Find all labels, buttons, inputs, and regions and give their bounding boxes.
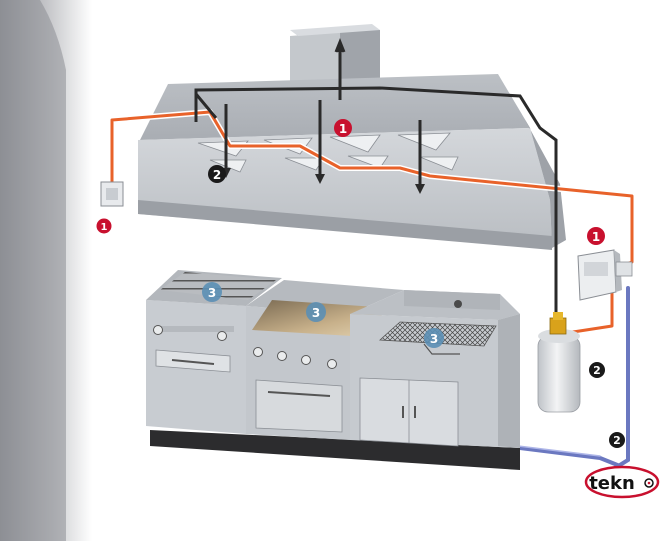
svg-text:1: 1 — [592, 230, 600, 244]
svg-text:2: 2 — [613, 434, 621, 447]
cooking-line — [146, 270, 520, 470]
agent-cylinder — [537, 312, 581, 413]
svg-text:2: 2 — [213, 168, 221, 182]
marker-2-hood: 2 — [208, 165, 226, 183]
marker-3-fryer: 3 — [424, 328, 444, 348]
fryer-unit — [350, 290, 520, 448]
tekno-logo: tekn — [584, 465, 660, 499]
marker-2-supply: 2 — [609, 432, 625, 448]
svg-text:3: 3 — [430, 332, 438, 346]
distribution-piping — [194, 37, 558, 322]
left-detector — [100, 181, 124, 207]
marker-3-griddle: 3 — [306, 302, 326, 322]
left-shaded-border — [0, 0, 92, 541]
marker-1-hood: 1 — [334, 119, 352, 137]
svg-text:3: 3 — [208, 286, 216, 300]
svg-text:1: 1 — [101, 222, 108, 233]
grill-unit — [146, 270, 282, 434]
svg-text:3: 3 — [312, 306, 320, 320]
control-panel — [577, 249, 633, 301]
detection-line — [109, 109, 635, 337]
marker-1-left-detector: 1 — [96, 218, 112, 234]
exhaust-hood — [138, 24, 566, 250]
svg-text:tekn: tekn — [589, 473, 635, 494]
marker-2-cylinder: 2 — [589, 362, 605, 378]
marker-1-control-panel: 1 — [587, 227, 605, 245]
svg-text:1: 1 — [339, 122, 347, 136]
marker-3-grill: 3 — [202, 282, 222, 302]
svg-text:2: 2 — [593, 364, 601, 377]
